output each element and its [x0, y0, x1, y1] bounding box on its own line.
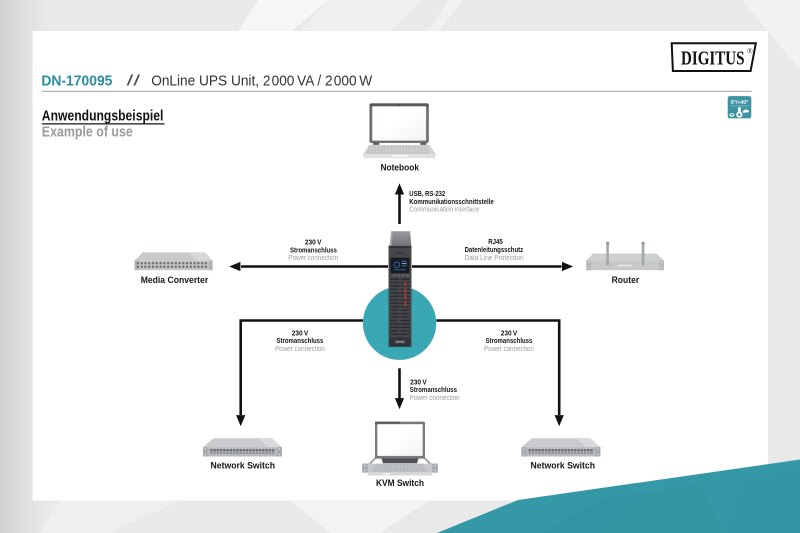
svg-text://: // [127, 74, 142, 90]
svg-text:Notebook: Notebook [381, 163, 420, 174]
svg-text:Stromanschluss: Stromanschluss [277, 336, 324, 345]
svg-text:Power connection: Power connection [288, 253, 338, 262]
svg-text:Data Line Protection: Data Line Protection [465, 253, 524, 262]
svg-text:230 V: 230 V [501, 328, 518, 337]
svg-text:Router: Router [612, 275, 640, 286]
svg-text:Communication interface: Communication interface [409, 205, 479, 214]
svg-text:Stromanschluss: Stromanschluss [290, 245, 337, 254]
svg-text:DN-170095: DN-170095 [41, 74, 112, 90]
svg-text:Media Converter: Media Converter [141, 275, 209, 286]
svg-text:Network Switch: Network Switch [211, 460, 276, 471]
svg-text:®: ® [747, 47, 753, 56]
svg-text:OnLine UPS Unit, 2 000 VA / 2: OnLine UPS Unit, 2 000 VA / 2 000 W [151, 74, 372, 90]
svg-text:Power connection: Power connection [410, 393, 460, 402]
svg-text:RJ45: RJ45 [488, 237, 503, 246]
svg-text:DIGITUS: DIGITUS [681, 48, 745, 70]
svg-text:Kommunikationsschnittstelle: Kommunikationsschnittstelle [409, 197, 493, 206]
svg-text:Stromanschluss: Stromanschluss [410, 385, 457, 394]
svg-text:Stromanschluss: Stromanschluss [486, 336, 533, 345]
svg-text:Network Switch: Network Switch [531, 460, 596, 471]
svg-text:0°/+40°: 0°/+40° [731, 100, 749, 106]
svg-text:KVM Switch: KVM Switch [376, 478, 424, 489]
svg-text:230 V: 230 V [410, 377, 427, 386]
svg-text:230 V: 230 V [305, 238, 322, 247]
svg-text:Datenleitungsschutz: Datenleitungsschutz [465, 245, 524, 254]
svg-text:Example of use: Example of use [42, 125, 133, 141]
svg-text:Anwendungsbeispiel: Anwendungsbeispiel [42, 108, 164, 124]
svg-text:Power connection: Power connection [275, 344, 325, 353]
svg-text:USB, RS-232: USB, RS-232 [409, 189, 445, 198]
svg-text:230 V: 230 V [292, 328, 309, 337]
svg-text:Power connection: Power connection [484, 344, 534, 353]
